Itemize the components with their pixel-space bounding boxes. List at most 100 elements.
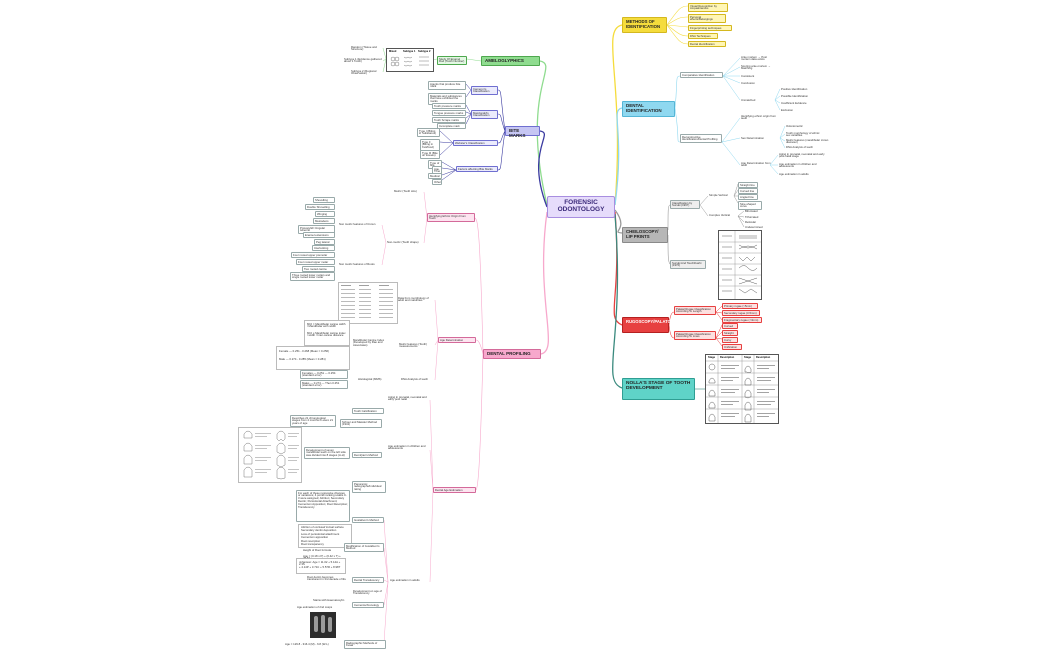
age-dna: DNA Analysis of teeth (401, 376, 428, 381)
stats-age: Panoramic radiographs/Individual rating (352, 481, 386, 493)
macdonald-tooth-scrape: Tooth Scrape marks (432, 117, 466, 123)
branch-dental-identification[interactable]: DENTAL IDENTIFICATION (622, 101, 675, 117)
rugae-by-lines[interactable]: Palatal Rugae Classification According T… (674, 331, 716, 340)
morphology-table-grid (341, 285, 393, 318)
crown-double-shovelling: Double Shovelling (305, 204, 335, 210)
sex-item-4: DNA Analysis of teeth (786, 144, 813, 149)
translucency-method: Development on age of Translucency (353, 588, 382, 596)
simple-vertical: Simple Vertical (709, 192, 728, 197)
methods-item-personal-effects[interactable]: Personal effects/Belongings (688, 14, 726, 23)
factor-other: Other (432, 179, 442, 185)
amelo-subtype-1: Subtype 1 (Evidence gathered about 1 Too… (344, 56, 382, 64)
tooth-calcification: Tooth Calcification (352, 408, 384, 414)
crown-four-rooted-molar: Four rooted upper molar (296, 259, 335, 265)
nolla-head-stage-2: Stage (744, 356, 752, 359)
crown-four-rooted-premolar: Four rooted upper premolar (291, 252, 335, 258)
dental-translucency: Dental Translucency (352, 577, 384, 583)
methods-item-fingerprinting[interactable]: Fingerprinting techniques (688, 25, 732, 31)
simple-item-4: Sine-shaped curve (738, 201, 762, 210)
comp-item-3: Consistent (741, 73, 755, 78)
webster-type-2: Type II (Biting in fruit/food) (420, 139, 440, 151)
gustafson-item-2: Secondary dentin deposition (301, 528, 337, 532)
cameron-agents: Agents that produce bite mark (428, 81, 466, 90)
branch-dental-profiling[interactable]: DENTAL PROFILING (483, 349, 541, 359)
shape-curvy: Curvy (722, 337, 738, 343)
mci-formula-2: MCI ≥ Mandibular canine index / width / … (307, 330, 346, 338)
kvaal-formula: Age = 129.8 - 316.4 (M) - 6.8 (W-L) (285, 641, 329, 646)
bite-macdonald[interactable]: Macdonald's Classification (471, 110, 498, 119)
shape-straight: Straight (722, 330, 738, 336)
crown-shovelling: Shovelling (313, 197, 335, 203)
mci-range-male: Male — 0.274 - 0.285 (Mean = 0.281) (279, 356, 326, 361)
methods-item-dna[interactable]: DNA Techniques (688, 33, 718, 39)
ethnic-non-metric: Non-metric (Tooth shape) (387, 239, 419, 244)
complex-item-3: Reticular (745, 219, 757, 224)
recon-item-sex: Sex Determination (741, 135, 765, 140)
reconstructive-identification[interactable]: Reconstructive Identification/Dental Pro… (680, 134, 722, 143)
simple-item-2: Curved line (738, 188, 758, 194)
bite-factors[interactable]: Factors affecting Bite Marks (456, 166, 498, 172)
branch-methods-of-identification[interactable]: METHODS OF IDENTIFICATION (622, 17, 667, 33)
mci-formula-1: MCI = Mandibular canine width / Mandibul… (307, 321, 346, 329)
sex-item-1: Odontometric (786, 123, 803, 128)
profiling-age-determination[interactable]: Age Determination (438, 337, 476, 343)
dental-age-estimation[interactable]: Dental Age Estimation (433, 487, 476, 493)
crown-enamel-extensions: Enamel extensions (303, 232, 335, 238)
nolla-table: Stage Description Stage Description (705, 354, 779, 424)
branch-bite-marks[interactable]: BITE MARKS (505, 126, 540, 138)
amelo-mini-table: Mixed Subtype 1 Subtype 2 (386, 48, 434, 72)
radiograph-teeth (314, 615, 332, 633)
age-data-morphology: Data from morphology of adult and maturi… (398, 295, 429, 303)
classification-tsuchihashi[interactable]: Suzuki And Tsuchihashi (1970) (670, 260, 706, 269)
ethnic-metric: Metric (Tooth size) (394, 188, 417, 193)
mci-range-box: Female — 0.251 - 0.268 (Mean = 0.256) Ma… (276, 346, 350, 370)
comp-item-4: Conclusion (741, 80, 755, 85)
complex-item-1: Bifurcated (745, 208, 758, 213)
comp-item-unmatched: Unmatched (741, 97, 756, 102)
demirjian-stage-chart (238, 427, 302, 483)
shape-curved: Curved (722, 323, 738, 329)
rugae-by-length[interactable]: Palatal Rugae Classification According T… (674, 306, 716, 315)
methods-item-visual[interactable]: Visual Recognition by Acquaintances (688, 3, 728, 12)
lip-print-grid (719, 231, 761, 299)
translucency-description: Root dentin becomes translucent in 3rd d… (307, 574, 346, 582)
crown-interlocking: Interlocking (312, 245, 335, 251)
age-item-1: Aging in prenatal, neonatal and early po… (779, 151, 825, 159)
sex-male-range: Males — 0.274 — Then 0.251 (standard err… (300, 380, 348, 389)
comp-item-2: Scoring ante-mortem → Matching (741, 63, 771, 71)
comparative-identification[interactable]: Comparative Identification (680, 72, 723, 78)
non-metric-crown: Non metric features of Crown (339, 221, 376, 226)
demirjian-method: Demirjian's Method (352, 452, 382, 458)
crown-winging: Winging (315, 211, 335, 217)
bite-webster[interactable]: Webster's Classification (453, 140, 498, 146)
shape-unification: Unification (722, 344, 742, 350)
complex-item-2: Trifurcated (745, 214, 759, 219)
nolla-head-desc-1: Description (720, 356, 735, 359)
age-item-3: Age estimation in adults (779, 171, 809, 176)
branch-cheiloscopy[interactable]: CHEILOSCOPY/ LIP PRINTS (622, 227, 668, 243)
sex-female-range: Females — 0.251 — 0.254 (standard error) (300, 370, 348, 379)
methods-item-dental[interactable]: Dental Identification (688, 41, 726, 47)
profiling-ethnic-origin[interactable]: Identifying Ethnic Origin From Teeth (427, 213, 475, 222)
amelo-study-enamel-rod[interactable]: Study Of Enamel Rod (Tooth Number) (437, 56, 467, 65)
schour-description: Describes 21 chronological stages from 4… (290, 415, 336, 427)
webster-type-3: Type III (Bite on tissues) (420, 150, 440, 159)
lamendin-height: Height of Root formula (303, 547, 331, 552)
branch-ameloglyphics[interactable]: AMELOGLYPHICS (481, 56, 540, 66)
aging-prenatal: Aging in prenatal, neonatal and early po… (388, 394, 427, 402)
sex-item-3: Metric features (mandibular crown diamet… (786, 137, 829, 145)
branch-nolla-stages[interactable]: NOLLA'S STAGE OF TOOTH DEVELOPMENT (622, 378, 695, 400)
gustafson-item-4: Cementum apposition (301, 535, 329, 539)
bite-cameron[interactable]: Cameron's Classification (471, 86, 498, 95)
crown-three-rooted-lower: Three rooted lower molars and single roo… (290, 272, 335, 281)
branch-rugoscopy[interactable]: RUGOSCOPY/PALATOSCOPY (622, 317, 686, 333)
age-children-adolescents: Age estimation in children and adolescen… (388, 443, 426, 451)
amelo-subtype-2: Subtype 2 (Regional Observation) (351, 68, 377, 76)
classification-suzuki[interactable]: Classification by Suzuki (1967) (670, 200, 700, 209)
recon-item-age: Age Determination from teeth (741, 160, 771, 168)
demirjian-description: Development of seven mandibular teeth on… (304, 447, 350, 459)
amelo-head-2: Subtype 1 (403, 50, 416, 53)
root-node[interactable]: FORENSIC ODONTOLOGY (547, 196, 615, 218)
nolla-head-desc-2: Description (756, 356, 771, 359)
cemento-stain: Stains with Haematoxylin (313, 597, 345, 602)
